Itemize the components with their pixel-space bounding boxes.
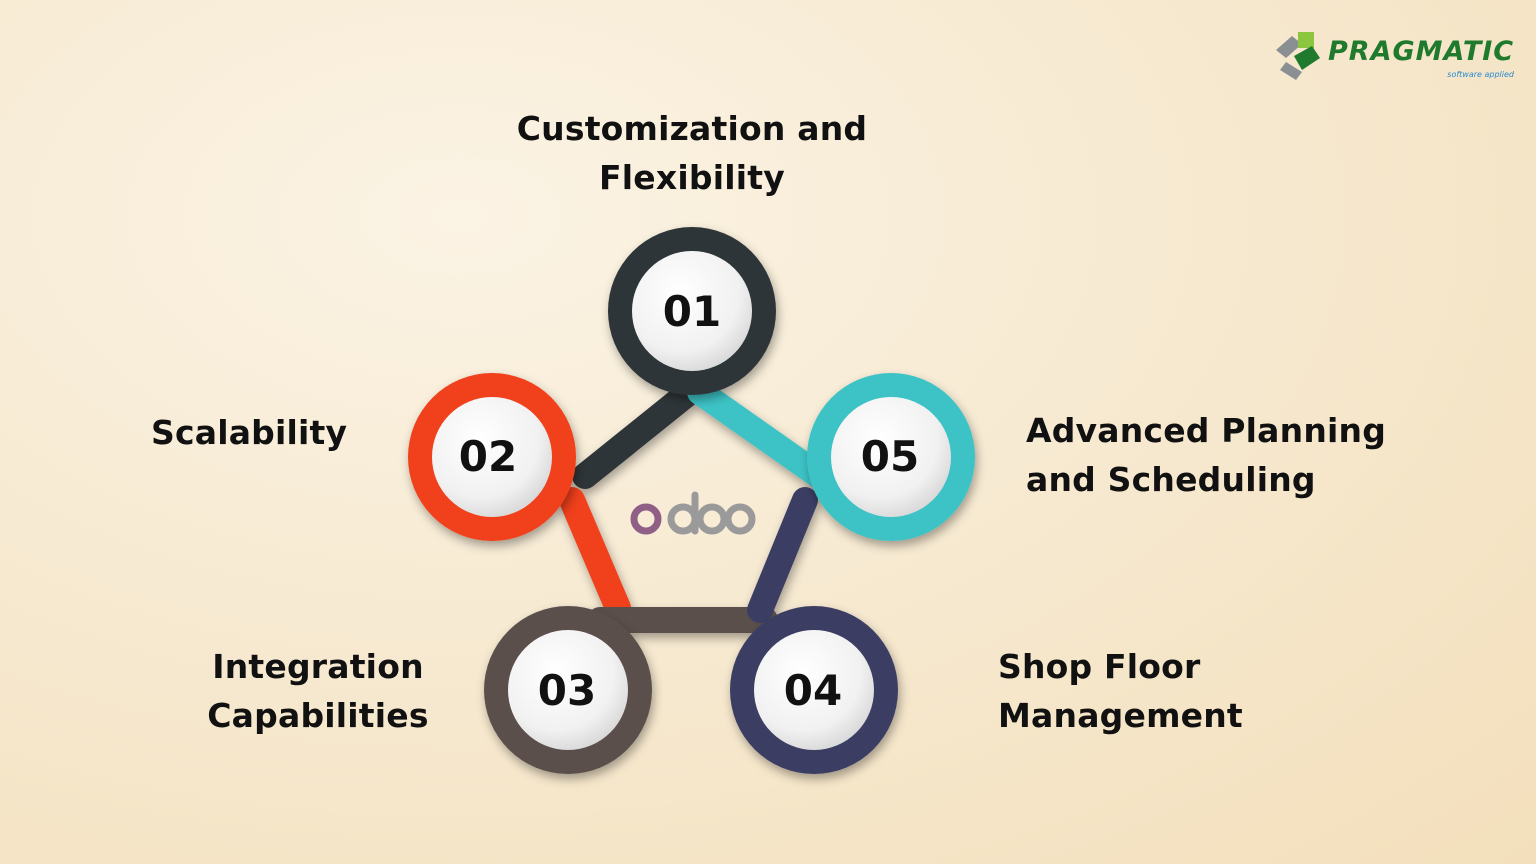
node-03-disc [508, 630, 628, 750]
odoo-d-bowl [667, 503, 699, 535]
pragmatic-tagline: software applied [1447, 70, 1514, 79]
node-01: 01 [608, 227, 776, 395]
node-03-label: Integration Capabilities [150, 642, 486, 740]
pragmatic-logo: PRAGMATIC software applied [1272, 26, 1522, 86]
connector-01-02 [572, 377, 705, 489]
pragmatic-mark-icon [1276, 32, 1320, 80]
node-01-label-line-1: Customization and [516, 109, 868, 148]
node-05: 05 [807, 373, 975, 541]
node-02-number: 02 [459, 432, 517, 481]
pragmatic-wordmark: PRAGMATIC [1328, 36, 1515, 67]
odoo-o-1 [630, 503, 662, 535]
node-04-disc [754, 630, 874, 750]
connector-02-03 [559, 487, 631, 621]
node-05-label-line-1: Advanced Planning [1026, 411, 1387, 450]
node-04-label-line-2: Management [998, 696, 1243, 735]
odoo-o-2 [696, 503, 728, 535]
node-05-label: Advanced Planning and Scheduling [1026, 406, 1386, 504]
node-03-label-line-1: Integration [212, 647, 424, 686]
node-05-number: 05 [861, 432, 919, 481]
connector-01-05 [687, 379, 841, 495]
node-05-label-line-2: and Scheduling [1026, 460, 1316, 499]
node-04: 04 [730, 606, 898, 774]
odoo-logo [630, 491, 756, 535]
node-04-label-line-1: Shop Floor [998, 647, 1201, 686]
node-04-label: Shop Floor Management [998, 642, 1243, 740]
node-02: 02 [408, 373, 576, 541]
node-01-disc [632, 251, 752, 371]
node-03: 03 [484, 606, 652, 774]
node-02-disc [432, 397, 552, 517]
node-04-number: 04 [784, 666, 842, 715]
node-03-number: 03 [538, 666, 596, 715]
node-02-label-line-1: Scalability [151, 413, 348, 452]
node-01-label: Customization and Flexibility [0, 104, 1384, 202]
node-01-number: 01 [663, 287, 721, 336]
odoo-o-3 [724, 503, 756, 535]
node-01-label-line-2: Flexibility [599, 158, 785, 197]
node-05-disc [831, 397, 951, 517]
node-02-label: Scalability [151, 408, 347, 457]
node-03-label-line-2: Capabilities [207, 696, 429, 735]
connector-05-04 [747, 487, 818, 623]
